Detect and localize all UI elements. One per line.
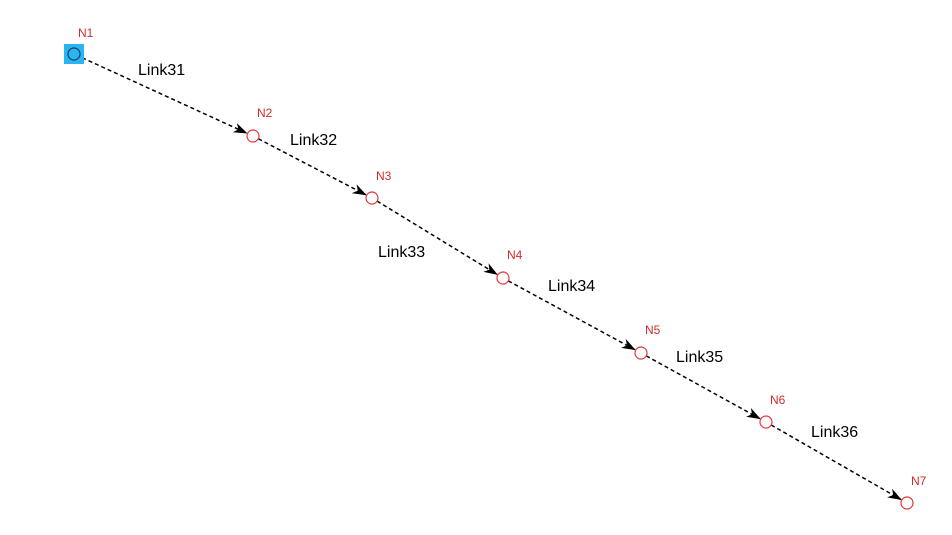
link-label-link36: Link36	[811, 424, 858, 441]
node-label-n7: N7	[911, 474, 927, 488]
selection-highlight	[64, 44, 84, 64]
node-circle-n3	[365, 191, 379, 205]
link-link34[interactable]	[507, 280, 636, 351]
node-label-n2: N2	[257, 106, 273, 120]
node-n3[interactable]: N3	[365, 169, 392, 205]
node-n5[interactable]: N5	[634, 323, 661, 360]
node-label-n5: N5	[645, 323, 661, 337]
node-n4[interactable]: N4	[496, 248, 523, 285]
node-circle-n5	[634, 346, 648, 360]
link-label-link34: Link34	[548, 278, 595, 295]
node-circle-n7	[900, 496, 914, 510]
node-n1[interactable]: N1	[64, 26, 94, 64]
node-label-n1: N1	[78, 26, 94, 40]
node-label-n6: N6	[770, 393, 786, 407]
node-n7[interactable]: N7	[900, 474, 927, 510]
node-circle-n4	[496, 271, 510, 285]
link-label-link33: Link33	[378, 244, 425, 261]
node-circle-n2	[246, 129, 260, 143]
link-link36[interactable]	[770, 424, 902, 501]
link-link35[interactable]	[645, 355, 761, 420]
node-circle-n6	[759, 415, 773, 429]
link-label-link35: Link35	[676, 349, 723, 366]
link-link33[interactable]	[376, 200, 498, 275]
node-label-n4: N4	[507, 248, 523, 262]
node-label-n3: N3	[376, 169, 392, 183]
links-layer	[81, 57, 902, 501]
link-label-link32: Link32	[290, 132, 337, 149]
link-link32[interactable]	[257, 138, 367, 196]
node-circle-n1	[67, 47, 81, 61]
node-n2[interactable]: N2	[246, 106, 273, 143]
link-label-link31: Link31	[138, 62, 185, 79]
node-n6[interactable]: N6	[759, 393, 786, 429]
link-link31[interactable]	[81, 57, 248, 134]
